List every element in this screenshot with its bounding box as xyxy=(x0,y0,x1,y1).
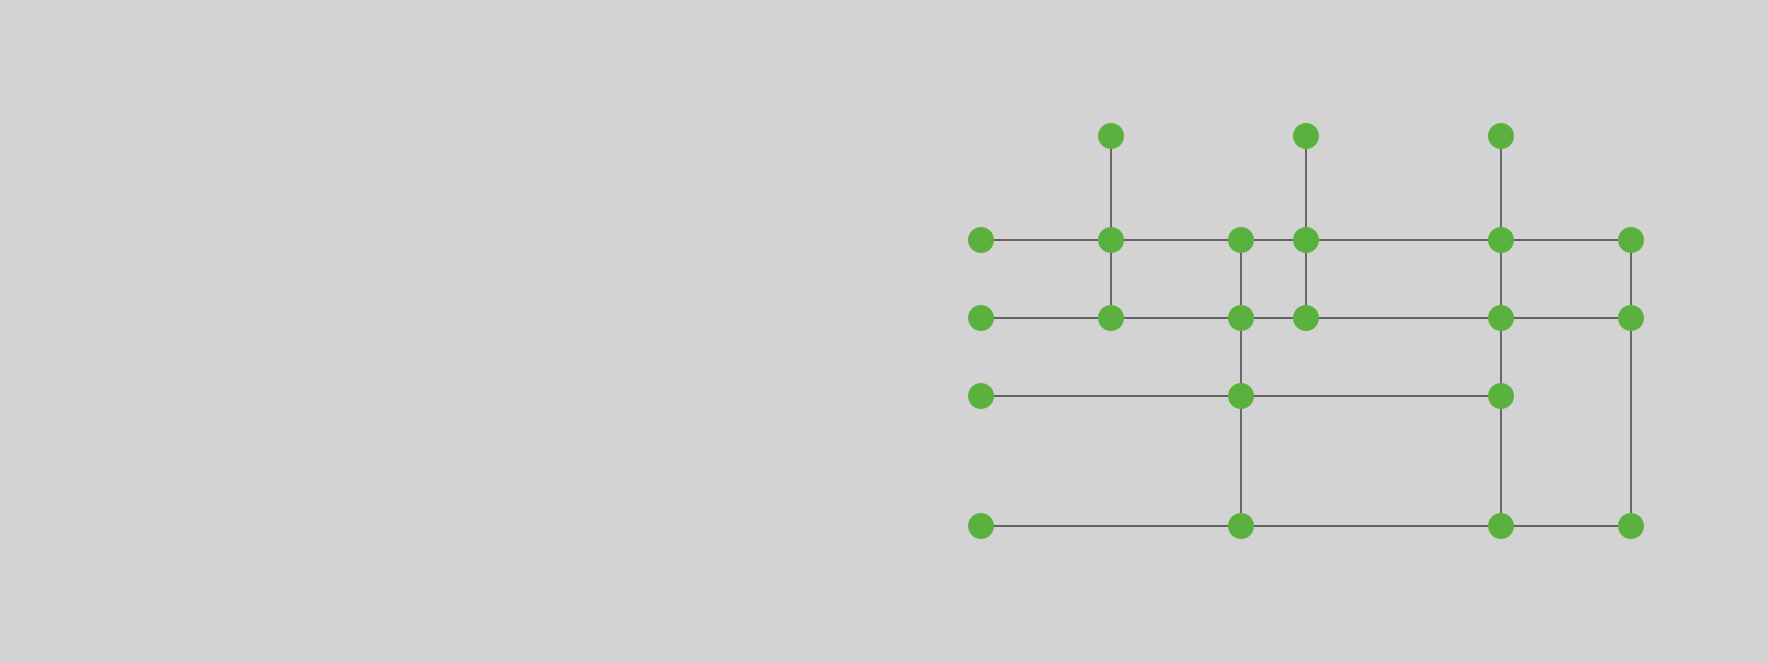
graph-node-n11 xyxy=(1098,305,1124,331)
node-layer xyxy=(968,123,1644,539)
graph-node-n1 xyxy=(1098,123,1124,149)
graph-node-n7 xyxy=(1293,227,1319,253)
graph-node-n16 xyxy=(968,383,994,409)
graph-node-n12 xyxy=(1228,305,1254,331)
graph-node-n9 xyxy=(1618,227,1644,253)
graph-node-n17 xyxy=(1228,383,1254,409)
graph-node-n4 xyxy=(968,227,994,253)
graph-node-n6 xyxy=(1228,227,1254,253)
graph-node-n18 xyxy=(1488,383,1514,409)
graph-node-n19 xyxy=(968,513,994,539)
graph-node-n8 xyxy=(1488,227,1514,253)
graph-node-n10 xyxy=(968,305,994,331)
graph-node-n2 xyxy=(1293,123,1319,149)
graph-node-n3 xyxy=(1488,123,1514,149)
graph-node-n14 xyxy=(1488,305,1514,331)
graph-node-n22 xyxy=(1618,513,1644,539)
graph-node-n13 xyxy=(1293,305,1319,331)
graph-node-n20 xyxy=(1228,513,1254,539)
graph-node-n5 xyxy=(1098,227,1124,253)
graph-node-n15 xyxy=(1618,305,1644,331)
graph-node-n21 xyxy=(1488,513,1514,539)
